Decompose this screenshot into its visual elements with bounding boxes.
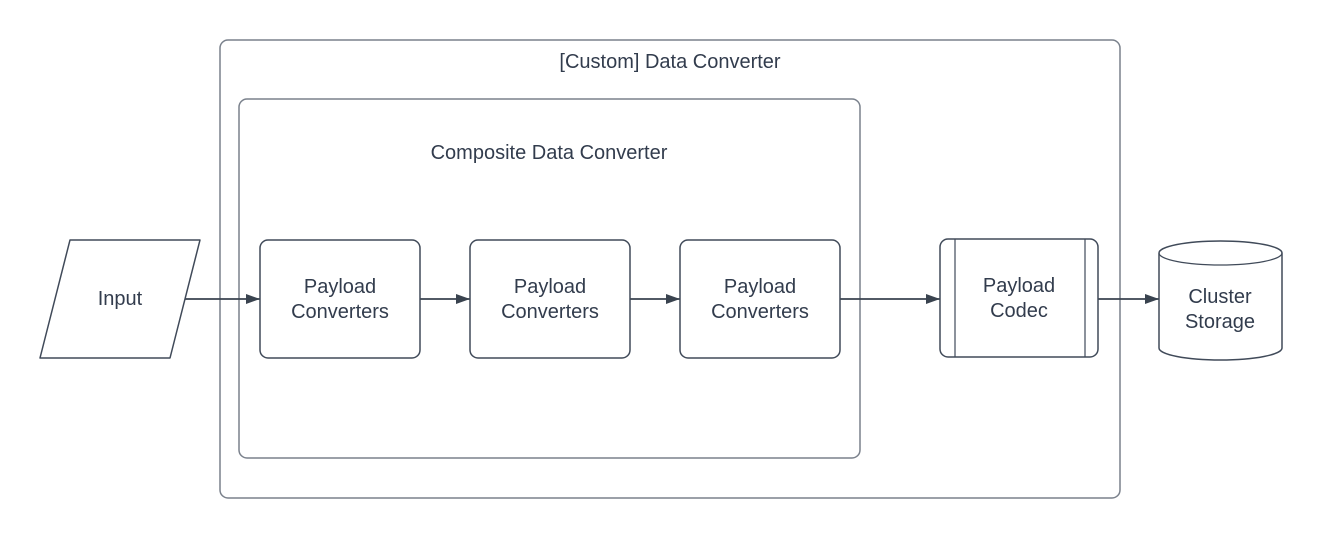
payload-converters-3-label-line2: Converters (711, 301, 809, 323)
payload-converters-1-label-line2: Converters (291, 301, 389, 323)
composite-data-converter-title: Composite Data Converter (431, 142, 668, 164)
cluster-storage-node: Cluster Storage (1158, 240, 1283, 361)
payload-converters-2-label-line1: Payload (514, 276, 586, 298)
payload-converters-1-node: Payload Converters (259, 239, 421, 359)
payload-converters-3-label-line1: Payload (724, 276, 796, 298)
payload-converters-1-label-line1: Payload (304, 276, 376, 298)
rounded-rect-shape (469, 239, 631, 359)
input-node: Input (39, 239, 201, 359)
payload-converters-2-label-line2: Converters (501, 301, 599, 323)
rounded-rect-shape (679, 239, 841, 359)
cluster-storage-label-line1: Cluster (1188, 286, 1252, 308)
custom-data-converter-title: [Custom] Data Converter (559, 51, 781, 73)
parallelogram-shape (39, 239, 201, 359)
payload-codec-label-line1: Payload (983, 275, 1055, 297)
payload-codec-node: Payload Codec (939, 238, 1099, 358)
cylinder-shape (1158, 240, 1283, 361)
predefined-process-shape (939, 238, 1099, 358)
rounded-rect-shape (259, 239, 421, 359)
composite-data-converter-container (238, 98, 861, 459)
input-label: Input (98, 288, 143, 310)
payload-converters-3-node: Payload Converters (679, 239, 841, 359)
cylinder-rim (1158, 252, 1283, 266)
cluster-storage-label-line2: Storage (1185, 311, 1255, 333)
payload-converters-2-node: Payload Converters (469, 239, 631, 359)
payload-codec-label-line2: Codec (990, 300, 1048, 322)
custom-data-converter-container (219, 39, 1121, 499)
